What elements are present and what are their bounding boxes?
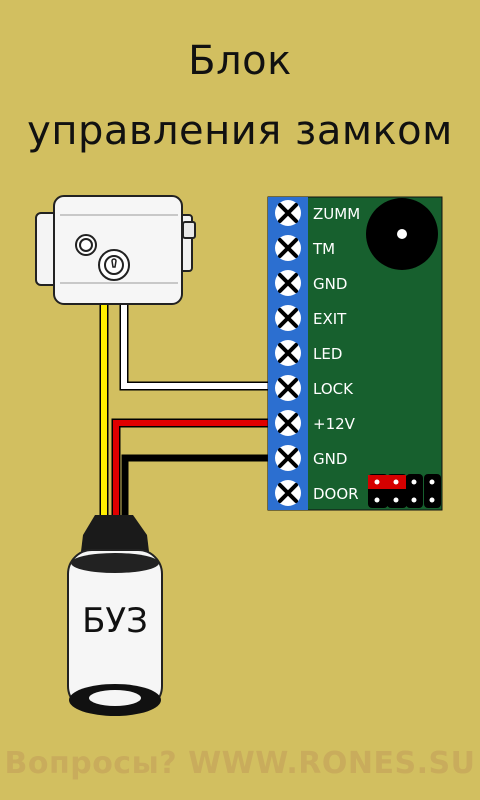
terminal-label: LOCK (313, 380, 354, 398)
black-wire (121, 454, 270, 515)
power-supply-label: БУЗ (82, 601, 148, 641)
terminal-label: GND (313, 450, 347, 468)
title-line-1: Блок (188, 38, 292, 84)
terminal-label: GND (313, 275, 347, 293)
terminal-label: TM (312, 240, 335, 258)
terminal-screw-icon (275, 305, 301, 331)
terminal-label: LED (313, 345, 342, 363)
title-line-2: управления замком (27, 108, 453, 154)
terminal-screw-icon (275, 445, 301, 471)
terminal-label: DOOR (313, 485, 359, 503)
terminal-screw-icon (275, 235, 301, 261)
white-wire (119, 300, 270, 391)
terminal-screw-icon (275, 270, 301, 296)
power-supply (67, 515, 163, 716)
terminal-screw-icon (275, 410, 301, 436)
terminal-label: +12V (313, 415, 356, 433)
terminal-screw-icon (275, 200, 301, 226)
jumper-pins (368, 474, 441, 508)
control-board: ZUMM TM GND EXIT LED LOCK +12V GND DOOR (267, 196, 443, 511)
terminal-screw-icon (275, 340, 301, 366)
wires (99, 300, 270, 515)
footer-link-text: Вопросы? WWW.RONES.SU (4, 746, 476, 781)
lock-device (35, 195, 196, 305)
terminal-label: ZUMM (313, 205, 360, 223)
terminal-label: EXIT (313, 310, 347, 328)
terminal-screw-icon (275, 375, 301, 401)
terminal-screw-icon (275, 480, 301, 506)
red-wire (111, 418, 270, 515)
